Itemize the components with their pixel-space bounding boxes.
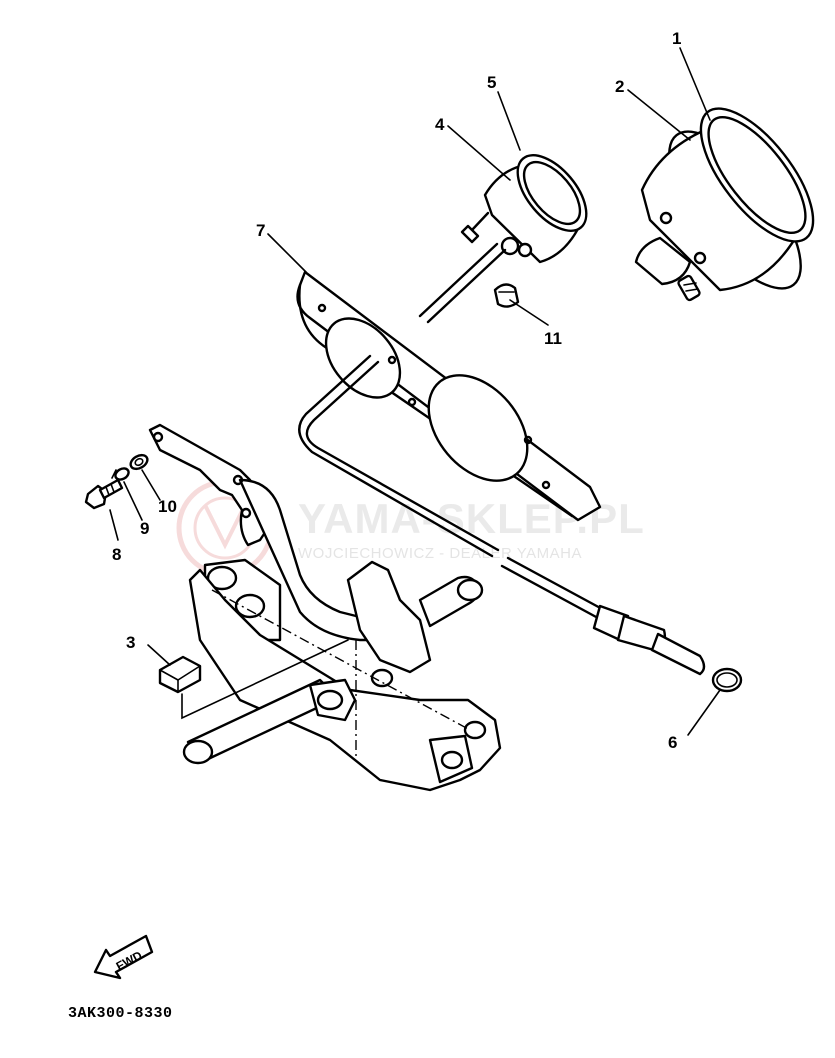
callout-7: 7: [256, 221, 265, 240]
meter-panel: [296, 270, 602, 522]
callout-11: 11: [544, 329, 562, 348]
temp-sender: [592, 604, 706, 676]
callout-1: 1: [672, 29, 681, 48]
callout-3: 3: [126, 633, 135, 652]
gauge-small: [460, 154, 588, 264]
callout-4: 4: [435, 115, 445, 134]
callout-10: 10: [158, 497, 177, 516]
callout-5: 5: [487, 73, 496, 92]
gauge-large: [634, 107, 815, 302]
callout-6: 6: [668, 733, 677, 752]
fwd-direction-badge: FWD: [93, 934, 154, 980]
callouts: 1 2 3 4 5 6 7 8 9 10 11: [112, 29, 681, 752]
bolt-8: [84, 478, 124, 510]
leader-lines: [109, 47, 721, 736]
callout-8: 8: [112, 545, 121, 564]
diagram-part-code: 3AK300-8330: [68, 1005, 173, 1022]
washer-9: [111, 467, 130, 481]
washer-10: [129, 453, 149, 471]
o-ring-6: [711, 667, 743, 693]
mounting-bracket: [148, 423, 407, 642]
callout-9: 9: [140, 519, 149, 538]
callout-2: 2: [615, 77, 624, 96]
watermark-dealer: WOJCIECHOWICZ - DEALER YAMAHA: [298, 545, 582, 562]
frame-assembly: [182, 558, 502, 792]
